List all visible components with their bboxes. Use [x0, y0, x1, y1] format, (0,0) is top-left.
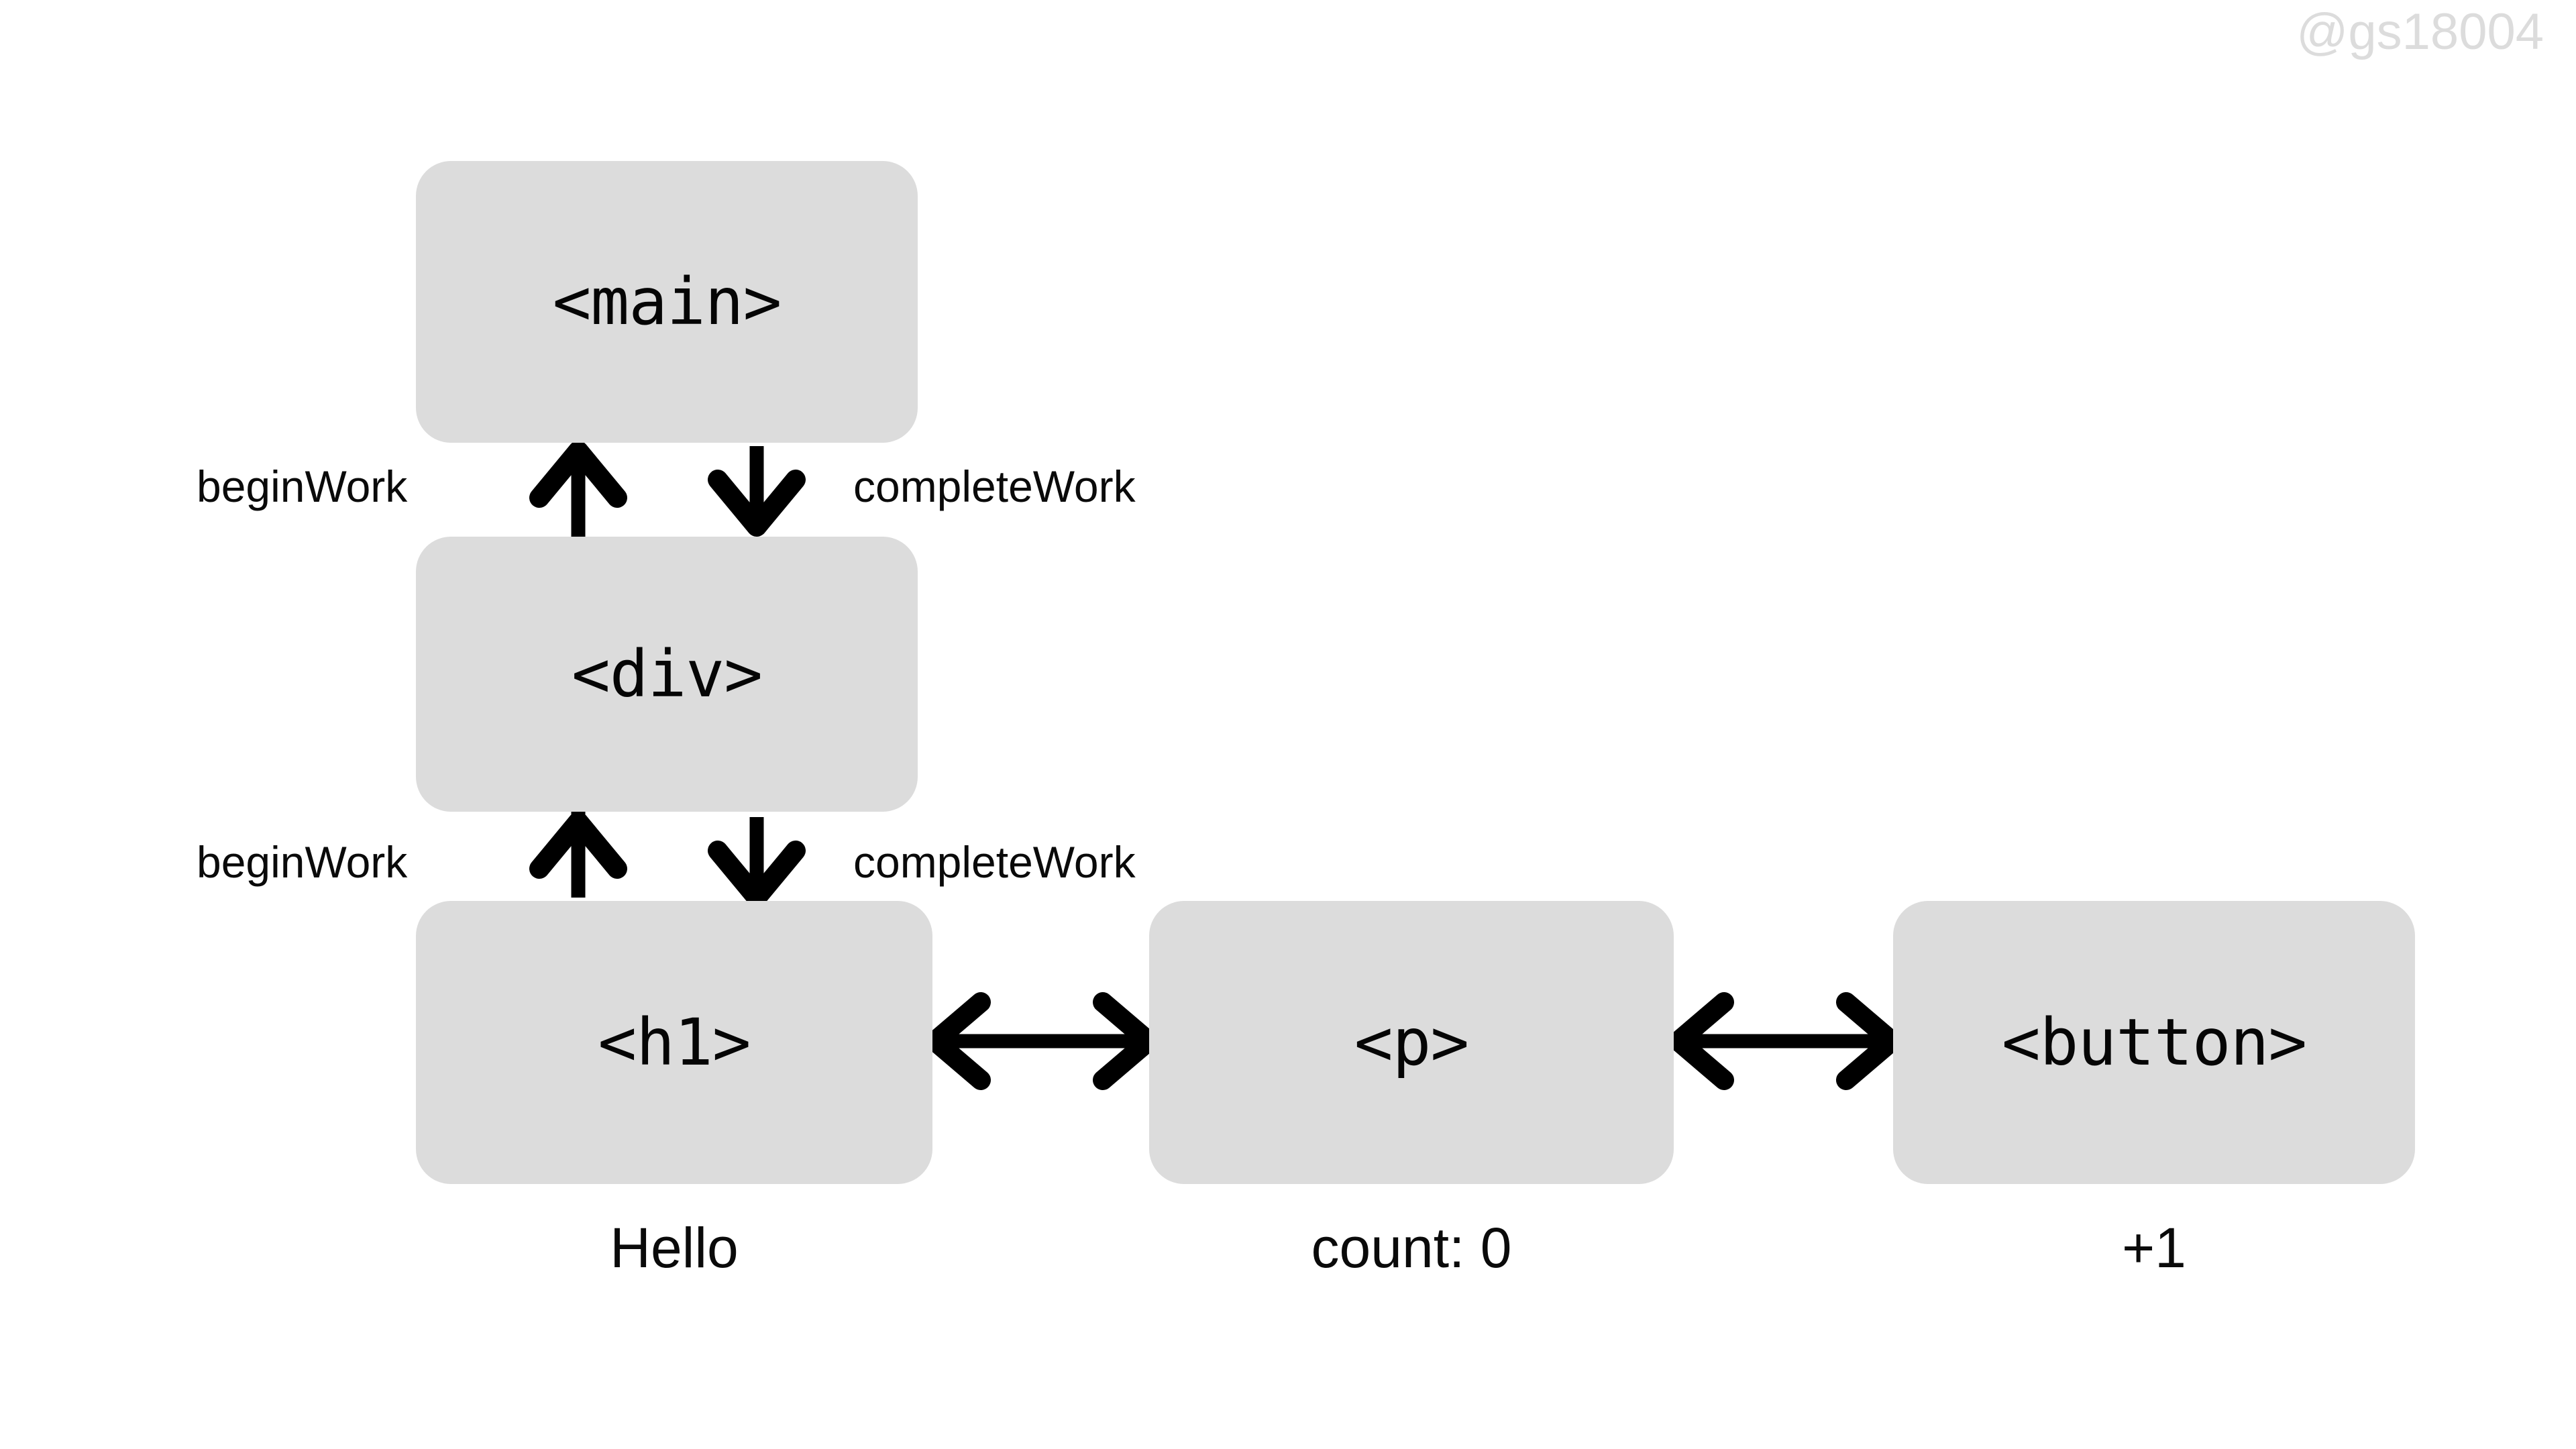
- arrow-label-begin-work-2: beginWork: [197, 837, 408, 887]
- node-p-label: <p>: [1354, 1005, 1469, 1080]
- node-div[interactable]: <div>: [416, 537, 918, 812]
- node-button[interactable]: <button>: [1893, 901, 2415, 1184]
- node-h1-caption: Hello: [610, 1216, 739, 1279]
- arrow-complete-work-1: [708, 446, 806, 537]
- arrow-sibling-p-button: [1668, 992, 1902, 1090]
- node-button-caption: +1: [2122, 1216, 2186, 1279]
- arrow-label-complete-work-2: completeWork: [853, 837, 1136, 887]
- node-div-label: <div>: [572, 637, 763, 712]
- node-main-label: <main>: [552, 264, 782, 339]
- arrow-label-begin-work-1: beginWork: [197, 462, 408, 511]
- node-main[interactable]: <main>: [416, 161, 918, 443]
- node-p-caption: count: 0: [1311, 1216, 1512, 1279]
- node-h1[interactable]: <h1>: [416, 901, 932, 1184]
- node-p[interactable]: <p>: [1149, 901, 1674, 1184]
- node-h1-label: <h1>: [598, 1005, 751, 1080]
- arrow-sibling-h1-p: [925, 992, 1159, 1090]
- watermark-handle: @gs18004: [2296, 3, 2544, 60]
- arrow-complete-work-2: [708, 817, 806, 908]
- arrow-label-complete-work-1: completeWork: [853, 462, 1136, 511]
- arrow-begin-work-2: [529, 812, 627, 898]
- node-button-label: <button>: [2001, 1005, 2307, 1080]
